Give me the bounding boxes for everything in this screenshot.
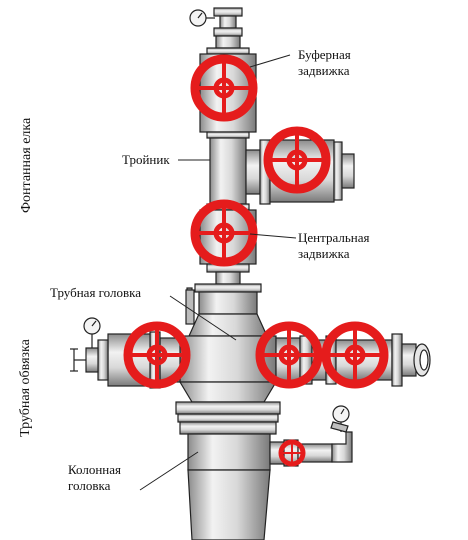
label-central-valve-line2: задвижка (298, 246, 350, 261)
central-valve-wheel-icon (190, 199, 258, 267)
label-column-head: Колонная головка (68, 462, 121, 494)
left-valve-wheel-icon (123, 321, 191, 389)
right-valve-wheel-2-icon (321, 321, 389, 389)
label-buffer-valve-line2: задвижка (298, 63, 350, 78)
column-head-flange (175, 401, 281, 415)
label-column-head-line1: Колонная (68, 462, 122, 477)
leader-tubing-head (169, 295, 237, 341)
column-head-body (187, 433, 271, 471)
label-buffer-valve-line1: Буферная (298, 47, 351, 62)
leader-central (249, 233, 297, 239)
leader-column (139, 451, 199, 491)
label-central-valve-line1: Центральная (298, 230, 370, 245)
label-column-head-line2: головка (68, 478, 111, 493)
casing-pipe (187, 469, 271, 540)
label-buffer-valve: Буферная задвижка (298, 47, 351, 79)
tubing-head-flange (194, 283, 262, 293)
label-central-valve: Центральная задвижка (298, 230, 369, 262)
label-christmas-tree: Фонтанная елка (19, 117, 34, 213)
tee-valve-wheel-icon (263, 126, 331, 194)
label-tubing-spool: Трубная обвязка (18, 339, 33, 437)
label-tee: Тройник (122, 152, 170, 167)
right-valve-wheel-1-icon (255, 321, 323, 389)
tee-body (209, 137, 247, 205)
left-gauge-icon (83, 317, 101, 348)
label-tubing-head: Трубная головка (50, 285, 142, 300)
column-valve-wheel-icon (278, 439, 306, 467)
top-gauge-icon (189, 7, 243, 37)
buffer-valve-wheel-icon (190, 54, 258, 122)
leader-buffer (249, 54, 291, 68)
upper-stem (215, 35, 241, 49)
